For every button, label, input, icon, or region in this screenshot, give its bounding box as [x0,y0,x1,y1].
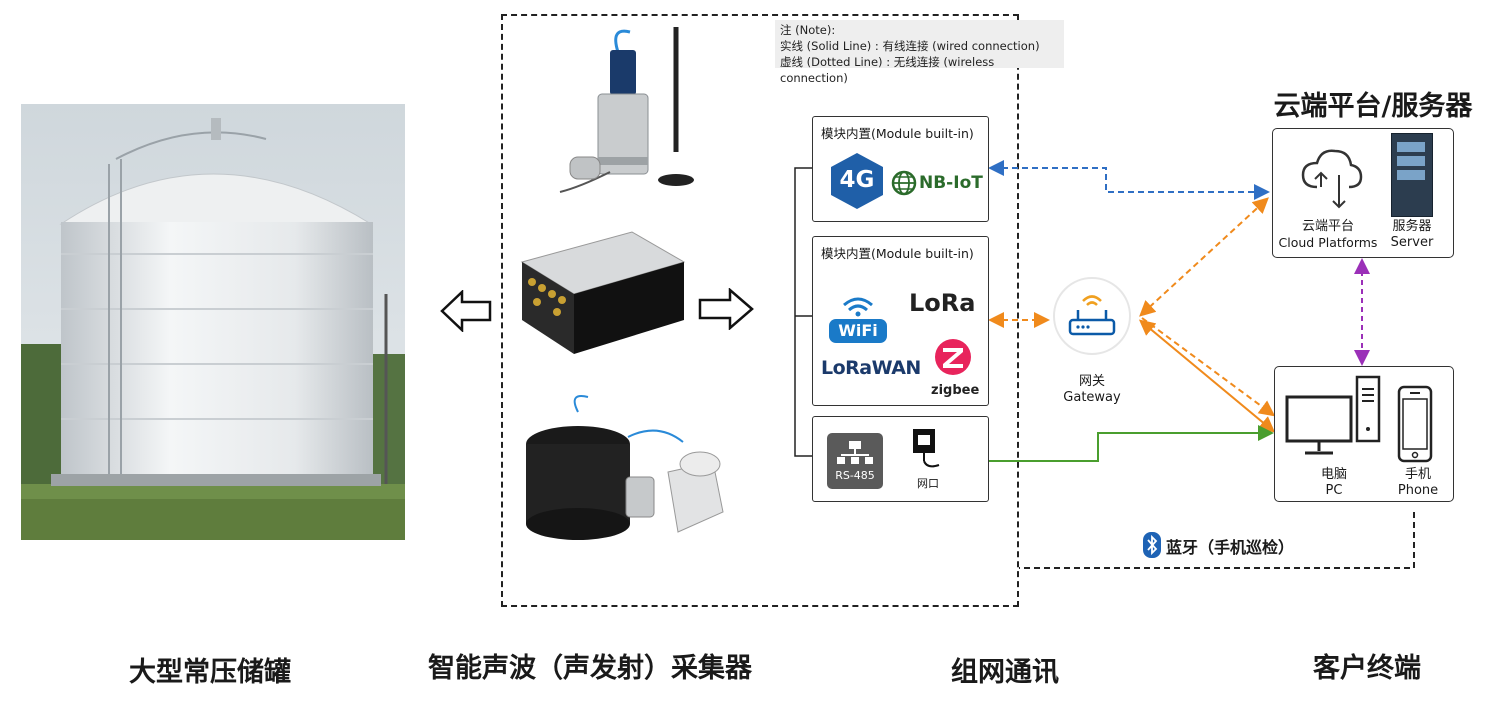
wifi-icon: WiFi [827,291,889,345]
terminal-section-title: 客户终端 [1313,653,1421,684]
wifi-label: WiFi [838,321,878,340]
cloud-platform-cn: 云端平台 [1301,219,1354,234]
4g-label: 4G [839,167,875,193]
right-hollow-arrow-icon [698,287,754,334]
4g-icon: 4G [829,151,885,211]
server-cn: 服务器 [1392,219,1432,234]
left-hollow-arrow-icon [440,289,492,336]
note-line-2: 实线 (Solid Line) : 有线连接 (wired connection… [780,39,1040,53]
legend-note: 注 (Note): 实线 (Solid Line) : 有线连接 (wired … [775,20,1064,85]
module-box-wired: RS-485 网口 [812,416,989,502]
phone-en: Phone [1397,483,1439,498]
cloud-platform-label: 云端平台 Cloud Platforms [1273,219,1383,251]
zigbee-label: zigbee [931,383,980,398]
rs485-label: RS-485 [835,469,875,482]
nbiot-label: NB-IoT [919,173,983,193]
gateway-label-cn: 网关 [1078,374,1105,389]
tank-photo [21,104,405,540]
note-line-1: 注 (Note): [780,23,836,37]
collector-frame [501,14,1019,607]
network-section-title: 组网通讯 [951,657,1059,688]
collector-section-title: 智能声波（声发射）采集器 [428,653,752,684]
lorawan-label: LoRaWAN [821,357,921,379]
note-line-3: 虚线 (Dotted Line) : 无线连接 (wireless connec… [780,55,995,85]
phone-cn: 手机 [1404,467,1431,482]
pc-monitor-icon [1285,375,1385,463]
module-box-cellular: 模块内置(Module built-in) 4G NB-IoT [812,116,989,222]
client-terminal-box: 电脑 PC 手机 Phone [1274,366,1454,502]
phone-label: 手机 Phone [1385,467,1451,499]
cloud-platform-en: Cloud Platforms [1278,235,1378,250]
collector-device-sensor-set [518,392,733,542]
module-wireless-title: 模块内置(Module built-in) [821,246,974,261]
gateway-icon [1052,276,1132,360]
cloud-upload-icon [1299,145,1365,219]
bluetooth-label: 蓝牙（手机巡检） [1166,538,1295,557]
collector-device-sensor-antenna [540,22,700,207]
rs485-icon: RS-485 [827,433,883,489]
cloud-header: 云端平台/服务器 [1273,91,1473,122]
cloud-server-box: 云端平台 Cloud Platforms 服务器 Server [1272,128,1454,258]
collector-device-box [512,222,690,364]
server-label: 服务器 Server [1375,219,1449,251]
netport-label: 网口 [917,477,939,490]
server-rack-icon [1391,133,1433,217]
module-box-wireless: 模块内置(Module built-in) WiFi LoRa LoRaWAN … [812,236,989,406]
nbiot-globe-icon [891,170,917,200]
ethernet-port-icon [911,427,943,475]
bluetooth-icon [1143,532,1161,562]
module-cellular-title: 模块内置(Module built-in) [821,126,974,141]
lora-label: LoRa [909,289,976,317]
server-en: Server [1390,235,1434,250]
tank-section-title: 大型常压储罐 [129,657,291,688]
pc-cn: 电脑 [1320,467,1347,482]
phone-icon [1397,385,1433,467]
gateway-label: 网关 Gateway [1052,374,1132,406]
zigbee-icon [933,337,973,381]
gateway-label-en: Gateway [1063,390,1121,405]
pc-label: 电脑 PC [1297,467,1371,499]
pc-en: PC [1325,483,1343,498]
